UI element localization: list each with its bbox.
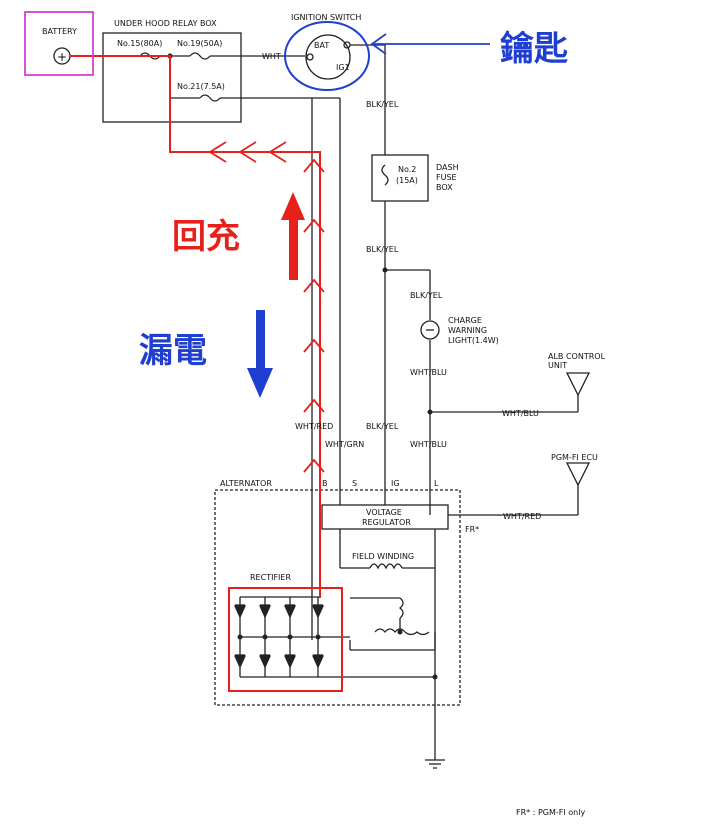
blk-yel-label-2: BLK/YEL — [366, 245, 399, 254]
key-annotation: 鑰匙 — [500, 29, 568, 69]
fr-label: FR* — [465, 525, 479, 534]
alb-label-b: UNIT — [548, 361, 567, 370]
vr-label-a: VOLTAGE — [366, 508, 402, 517]
under-hood-relay-box — [102, 32, 242, 123]
blk-yel-label-4: BLK/YEL — [366, 422, 399, 431]
term-s-label: S — [352, 479, 357, 488]
fuse-19 — [189, 52, 211, 60]
fuse-21-label: No.21(7.5A) — [177, 82, 225, 91]
ignition-switch — [305, 34, 351, 80]
term-b-label: B — [322, 479, 328, 488]
fuse-2-label-a: No.2 — [398, 165, 416, 174]
wht-blu-label-2: WHT/BLU — [502, 409, 539, 418]
ignition-switch-label: IGNITION SWITCH — [291, 13, 361, 22]
field-winding-label: FIELD WINDING — [352, 552, 414, 561]
rectifier-bridge — [233, 596, 435, 678]
dash-fuse-box — [371, 154, 429, 202]
voltage-regulator — [321, 504, 449, 530]
dash-fuse-label-c: BOX — [436, 183, 453, 192]
wht-label: WHT — [262, 52, 281, 61]
rectifier-highlight — [228, 587, 343, 692]
pgm-fi-label: PGM-FI ECU — [551, 453, 598, 462]
wht-grn-label: WHT/GRN — [325, 440, 364, 449]
dash-fuse-label-a: DASH — [436, 163, 459, 172]
charge-label-c: LIGHT(1.4W) — [448, 336, 499, 345]
alb-control-unit-ground — [565, 372, 591, 397]
vr-label-b: REGULATOR — [362, 518, 411, 527]
footnote: FR* : PGM-FI only — [516, 808, 585, 817]
bat-label: BAT — [314, 41, 329, 50]
leakage-arrow — [247, 310, 273, 398]
recharge-arrow — [281, 192, 305, 280]
battery-plus: + — [57, 50, 67, 64]
leakage-annotation: 漏電 — [139, 331, 207, 371]
fuse-2 — [381, 164, 389, 186]
fuse-21 — [199, 94, 221, 102]
pgm-fi-ecu-ground — [565, 462, 591, 487]
relay-box-label: UNDER HOOD RELAY BOX — [114, 19, 217, 28]
fuse-15-label: No.15(80A) — [117, 39, 162, 48]
dash-fuse-label-b: FUSE — [436, 173, 457, 182]
fuse-19-label: No.19(50A) — [177, 39, 222, 48]
term-l-label: L — [434, 479, 439, 488]
battery-highlight — [24, 11, 94, 76]
charge-label-a: CHARGE — [448, 316, 482, 325]
rectifier-label: RECTIFIER — [250, 573, 291, 582]
field-winding-coil — [369, 563, 403, 570]
blk-yel-label-3: BLK/YEL — [410, 291, 443, 300]
recharge-path-overlay — [70, 55, 343, 692]
wht-blu-label-3: WHT/BLU — [410, 440, 447, 449]
blk-yel-label-1: BLK/YEL — [366, 100, 399, 109]
key-highlight — [284, 21, 370, 91]
battery-label: BATTERY — [42, 27, 77, 36]
recharge-annotation: 回充 — [172, 217, 240, 257]
alternator-label: ALTERNATOR — [220, 479, 272, 488]
alternator-box — [214, 489, 461, 706]
ig1-label: IG1 — [336, 63, 350, 72]
charge-label-b: WARNING — [448, 326, 487, 335]
wht-blu-label-1: WHT/BLU — [410, 368, 447, 377]
stator-winding — [349, 597, 436, 651]
term-ig-label: IG — [391, 479, 400, 488]
wht-red-label-1: WHT/RED — [295, 422, 333, 431]
charge-warning-light — [420, 320, 440, 340]
alb-label-a: ALB CONTROL — [548, 352, 606, 361]
wht-red-label-2: WHT/RED — [503, 512, 541, 521]
fuse-2-label-b: (15A) — [396, 176, 418, 185]
key-pointer — [370, 33, 490, 55]
